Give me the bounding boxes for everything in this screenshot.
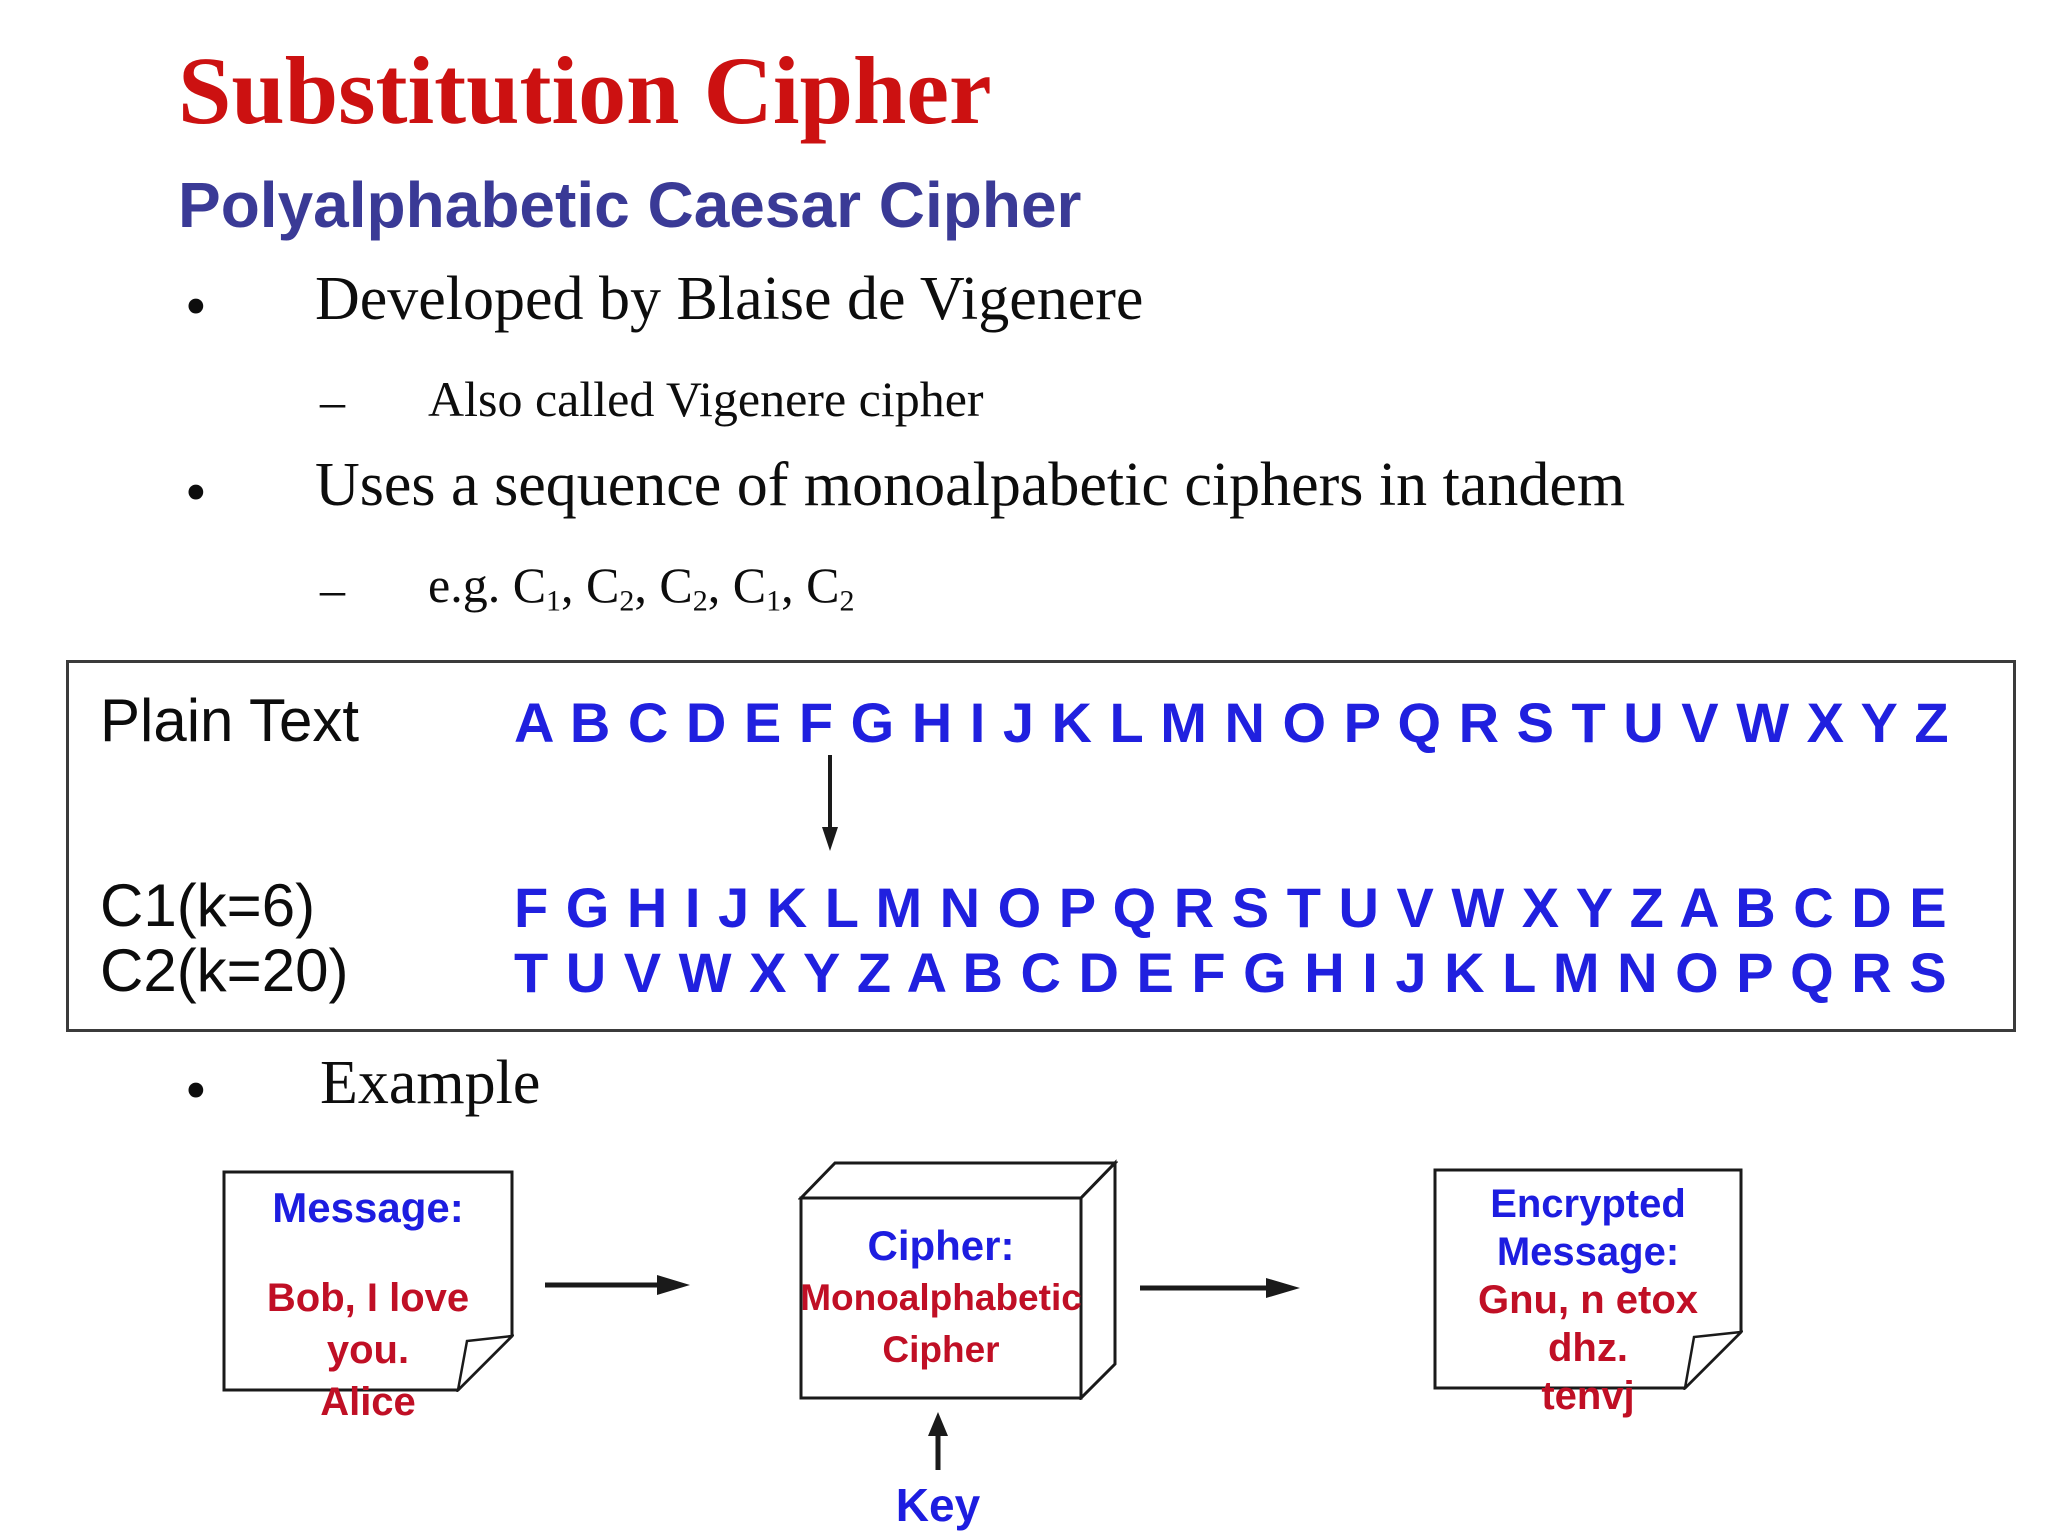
- cipher-line-1: Monoalphabetic: [800, 1277, 1082, 1318]
- c2-alphabet-row: T U V W X Y Z A B C D E F G H I J K L M …: [514, 941, 1948, 1004]
- plain-text-label: Plain Text: [100, 687, 360, 754]
- bullet-item-developed: Developed by Blaise de Vigenere: [315, 265, 1144, 333]
- encrypted-text: Encrypted Message: Gnu, n etox dhz. tenv…: [1433, 1180, 1743, 1420]
- folded-corner: [456, 1334, 514, 1392]
- encrypted-label-2: Message:: [1496, 1230, 1680, 1274]
- message-line-1: Bob, I love you.: [266, 1276, 470, 1372]
- message-label: Message:: [272, 1184, 464, 1231]
- sub-bullet-eg-ciphers: e.g. C1, C2, C2, C1, C2: [428, 557, 855, 618]
- c1-alphabet-row: F G H I J K L M N O P Q R S T U V W X Y …: [514, 876, 1948, 939]
- shift-down-arrow-icon: [822, 755, 838, 851]
- sub-bullet-also-called: Also called Vigenere cipher: [428, 371, 984, 427]
- plain-alphabet-row: A B C D E F G H I J K L M N O P Q R S T …: [514, 691, 1950, 754]
- c2-label: C2(k=20): [100, 937, 349, 1004]
- message-note: Message: Bob, I love you. Alice: [222, 1170, 514, 1424]
- c1-label: C1(k=6): [100, 872, 316, 939]
- page-title: Substitution Cipher: [178, 37, 992, 144]
- bullet-marker: •: [185, 273, 207, 341]
- encrypted-line-2: tenvj: [1541, 1374, 1635, 1418]
- note-page-background: [1433, 1168, 1743, 1390]
- cipher-box: Cipher: Monoalphabetic Cipher: [798, 1158, 1118, 1400]
- right-arrow-icon: [1140, 1278, 1300, 1298]
- folded-corner: [1683, 1330, 1743, 1390]
- bullet-marker: •: [185, 459, 207, 527]
- note-page-background: [222, 1170, 514, 1392]
- encrypted-note: Encrypted Message: Gnu, n etox dhz. tenv…: [1433, 1168, 1743, 1418]
- page-subtitle: Polyalphabetic Caesar Cipher: [178, 169, 1082, 241]
- key-label: Key: [895, 1479, 981, 1531]
- up-arrow-icon: [928, 1412, 948, 1470]
- bullet-marker: •: [185, 1057, 207, 1125]
- cipher-box-text: Cipher: Monoalphabetic Cipher: [800, 1198, 1082, 1398]
- cipher-line-2: Cipher: [882, 1329, 1000, 1370]
- bullet-item-uses-sequence: Uses a sequence of monoalpabetic ciphers…: [315, 451, 1626, 519]
- cipher-alphabet-table: Plain Text A B C D E F G H I J K L M N O…: [66, 660, 2016, 1032]
- dash-marker: –: [320, 373, 345, 429]
- right-arrow-icon: [545, 1275, 690, 1295]
- encrypted-label-1: Encrypted: [1490, 1182, 1686, 1226]
- dash-marker: –: [320, 561, 345, 617]
- bullet-item-example: Example: [320, 1049, 541, 1117]
- cipher-box-3d-shape: [798, 1159, 1118, 1400]
- cipher-label: Cipher:: [867, 1222, 1015, 1269]
- message-text: Bob, I love you. Alice: [222, 1272, 514, 1428]
- message-line-2: Alice: [320, 1380, 416, 1424]
- encrypted-line-1: Gnu, n etox dhz.: [1478, 1278, 1698, 1370]
